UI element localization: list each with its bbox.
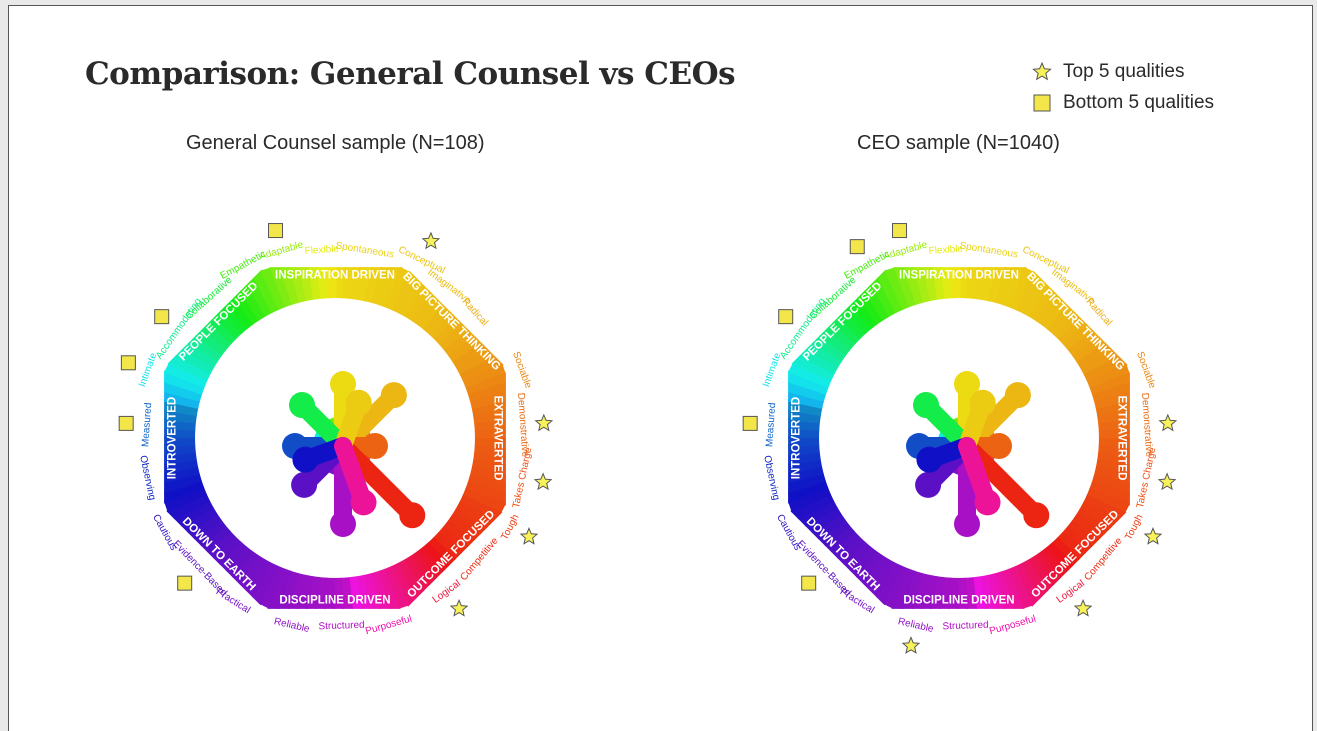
quality-label: Spontaneous [335,240,395,260]
top-quality-star-icon [449,598,469,617]
panel-1-subtitle: General Counsel sample (N=108) [186,132,485,154]
legend-top: Top 5 qualities [1031,56,1214,87]
legend-top-label: Top 5 qualities [1063,60,1185,82]
quality-label: Takes Charge [1135,446,1159,509]
slide: Comparison: General Counsel vs CEOs Top … [8,5,1313,731]
quality-label: Takes Charge [511,446,535,509]
quality-label: Structured [942,620,988,633]
segment-label: EXTRAVERTED [491,396,503,481]
quality-label: Sociable [1134,350,1158,390]
quality-label: Reliable [897,616,935,635]
star-icon [1031,61,1053,83]
bottom-quality-square-icon [849,239,865,255]
top-quality-star-icon [534,413,554,432]
segment-label: INTROVERTED [167,397,179,479]
legend: Top 5 qualities Bottom 5 qualities [1031,56,1214,118]
octagon-ring [164,267,506,609]
quality-label: Flexible [304,244,340,257]
quality-label: Structured [318,620,364,633]
legend-bottom-label: Bottom 5 qualities [1063,91,1215,113]
bottom-quality-square-icon [778,309,794,325]
segment-label: DISCIPLINE DRIVEN [279,595,390,607]
top-quality-star-icon [421,231,441,250]
top-quality-star-icon [1143,527,1163,545]
quality-label: Flexible [928,244,964,257]
quality-label: Demonstrative [515,392,531,458]
quality-label: Measured [764,402,778,447]
bottom-quality-square-icon [154,309,170,325]
top-quality-star-icon [533,472,553,491]
bottom-quality-square-icon [120,355,136,371]
segment-label: INSPIRATION DRIVEN [275,270,395,282]
center-splash [282,371,426,537]
quality-label: Spontaneous [959,240,1019,260]
quality-label: Tough [1123,513,1145,542]
square-icon [1031,92,1053,114]
center-splash [906,371,1050,537]
segment-label: INSPIRATION DRIVEN [899,270,1019,282]
quality-label: Demonstrative [1139,392,1155,458]
quality-label: Radical [1083,296,1113,328]
bottom-quality-square-icon [742,415,758,431]
quality-label: Observing [761,454,781,501]
segment-label: DISCIPLINE DRIVEN [903,595,1014,607]
top-quality-star-icon [901,636,921,654]
legend-bottom: Bottom 5 qualities [1031,87,1214,118]
top-quality-star-icon [1157,472,1177,491]
bottom-quality-square-icon [892,223,908,239]
quality-label: Observing [137,454,157,501]
page-title: Comparison: General Counsel vs CEOs [85,56,736,92]
segment-label: EXTRAVERTED [1115,396,1127,481]
quality-label: Sociable [510,350,534,390]
quality-label: Tough [499,513,521,542]
segment-label: INTROVERTED [791,397,803,479]
top-quality-star-icon [519,527,539,545]
quality-label: Reliable [273,616,311,635]
quality-label: Purposeful [364,614,413,638]
bottom-quality-square-icon [118,415,134,431]
panel-2-subtitle: CEO sample (N=1040) [857,132,1060,154]
quality-label: Purposeful [988,614,1037,638]
top-quality-star-icon [1073,598,1093,617]
quality-label: Radical [459,296,489,328]
bottom-quality-square-icon [268,223,284,239]
top-quality-star-icon [1158,413,1178,432]
octagon-ring [788,267,1130,609]
quality-label: Measured [140,402,154,447]
bottom-quality-square-icon [801,575,817,591]
bottom-quality-square-icon [177,575,193,591]
